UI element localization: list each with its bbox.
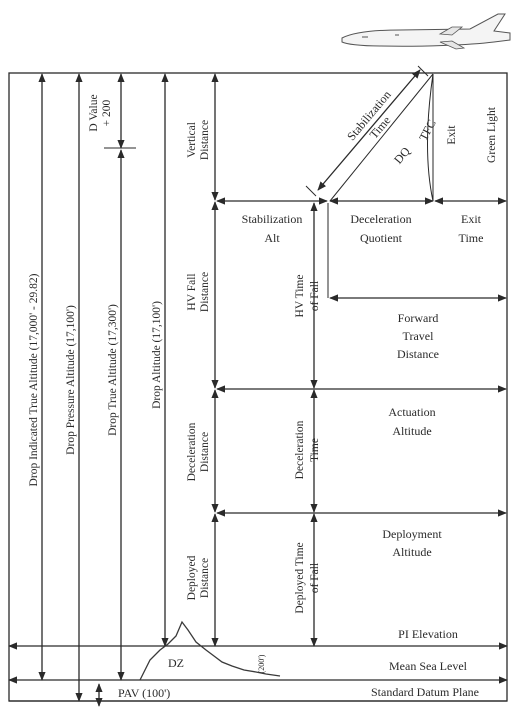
exit-label: Exit: [446, 125, 458, 145]
actuation-altitude-label-line2: Altitude: [392, 424, 431, 438]
hv-time-of-fall-label-line1: HV Time: [294, 275, 306, 318]
vertical-distance-label-line2: Distance: [199, 120, 211, 160]
vertical-distance-label-line1: Vertical: [186, 122, 198, 158]
hv-fall-distance-label-line2: Distance: [199, 272, 211, 312]
tfc-label: TFC: [416, 117, 439, 143]
pav-label: PAV (100'): [118, 686, 170, 700]
deceleration-quotient-label-line1: Deceleration: [350, 212, 411, 226]
exit-time-label-line2: Time: [459, 231, 484, 245]
d-value-label: D Value: [88, 94, 100, 131]
drop-indicated-true-altitude-label: Drop Indicated True Altitude (17,000' - …: [28, 273, 40, 486]
deployed-time-of-fall-label-line2: of Fall: [309, 563, 321, 593]
terrain-profile: [139, 620, 281, 681]
standard-datum-plane-label: Standard Datum Plane: [371, 685, 479, 699]
hv-fall-distance-label-line1: HV Fall: [186, 273, 198, 310]
deployment-altitude-label-line2: Altitude: [392, 545, 431, 559]
diagram-frame: [8, 72, 508, 702]
terrain-elevation-label: (200'): [257, 654, 266, 673]
dq-label: DQ: [391, 144, 413, 167]
forward-travel-label-line2: Travel: [403, 329, 435, 343]
green-light-label: Green Light: [486, 106, 498, 163]
pi-elevation-label: PI Elevation: [398, 627, 458, 641]
mean-sea-level-label: Mean Sea Level: [389, 659, 468, 673]
deceleration-distance-label-line1: Deceleration: [186, 422, 198, 481]
deployed-time-of-fall-label-line1: Deployed Time: [294, 542, 306, 613]
aircraft-icon: [341, 13, 511, 50]
deceleration-time-label-line2: Time: [309, 438, 321, 462]
deployment-altitude-label-line1: Deployment: [382, 527, 442, 541]
stabilization-alt-label-line2: Alt: [264, 231, 280, 245]
exit-tick: [417, 65, 429, 77]
dz-label: DZ: [168, 656, 184, 670]
actuation-altitude-label-line1: Actuation: [388, 405, 435, 419]
forward-travel-label-line3: Distance: [397, 347, 439, 361]
stabilization-time-arrow: [317, 69, 421, 191]
deceleration-time-label-line1: Deceleration: [294, 420, 306, 479]
hv-time-of-fall-label-line2: of Fall: [309, 281, 321, 311]
d-value-amount-label: + 200: [101, 99, 113, 126]
stabilization-tick: [305, 185, 317, 197]
deployed-distance-label-line1: Deployed: [186, 555, 198, 600]
drop-altitude-label: Drop Altitude (17,100'): [151, 301, 163, 409]
exit-time-label-line1: Exit: [461, 212, 482, 226]
deceleration-quotient-label-line2: Quotient: [360, 231, 403, 245]
forward-travel-label-line1: Forward: [398, 311, 439, 325]
deceleration-distance-label-line2: Distance: [199, 432, 211, 472]
tfc-curve: [427, 73, 434, 202]
drop-pressure-altitude-label: Drop Pressure Altitude (17,100'): [65, 305, 77, 455]
deployed-distance-label-line2: Distance: [199, 558, 211, 598]
drop-true-altitude-label: Drop True Altitude (17,300'): [107, 304, 119, 436]
stabilization-alt-label-line1: Stabilization: [242, 212, 303, 226]
